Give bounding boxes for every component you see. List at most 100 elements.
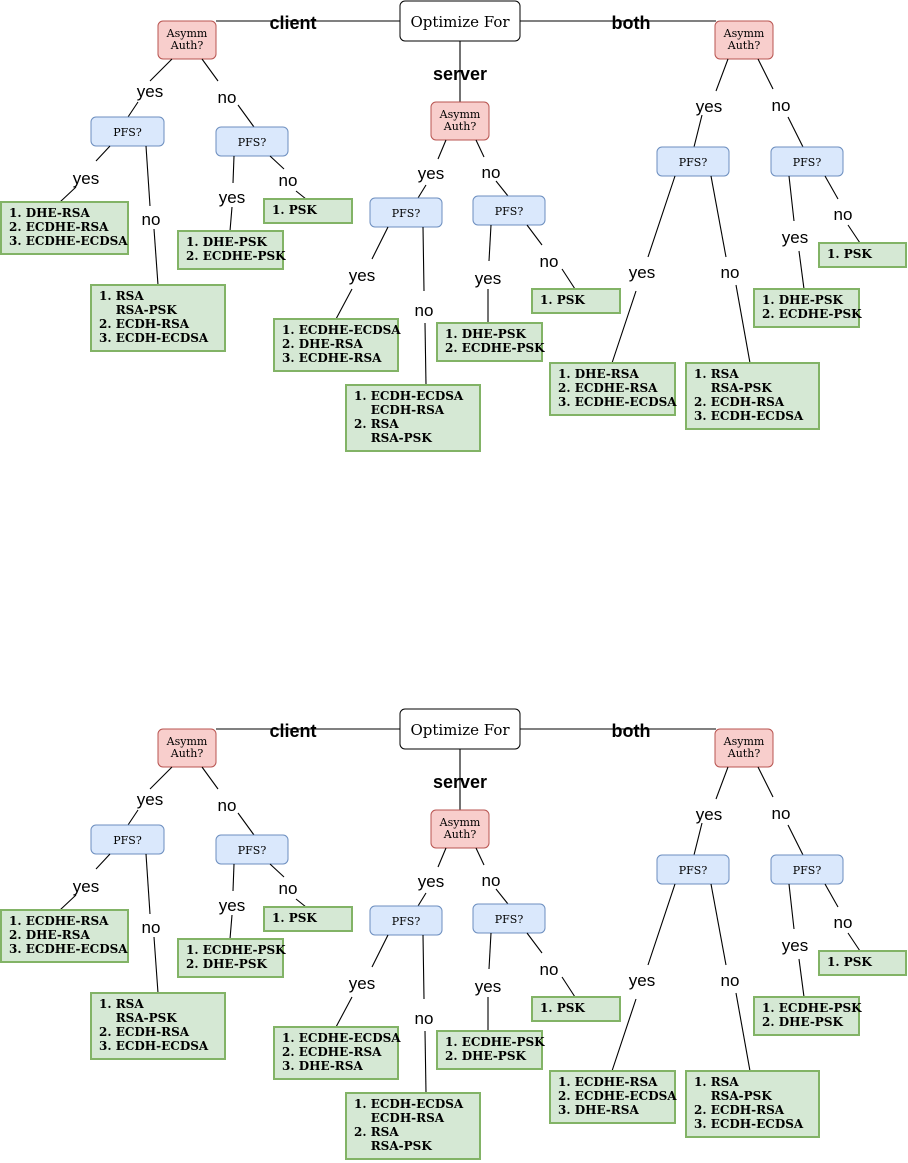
edge-bnn-a [824, 883, 839, 908]
server-no-pfs-node [472, 903, 546, 934]
edge-byn-a [710, 175, 727, 258]
both-yes-pfs-node [656, 146, 730, 177]
client-yes-no-leaf-item: 2. ECDH-RSA [99, 1025, 190, 1039]
both-auth-node-label: Auth? [727, 747, 761, 760]
client-yes-no-leaf [90, 284, 226, 352]
both-auth-node-label: Asymm [723, 27, 765, 40]
edge-sny-a [488, 224, 492, 262]
edge-client-yes-b [127, 101, 139, 118]
edge-byy-b [611, 998, 637, 1072]
server-no-no-leaf [531, 288, 621, 314]
edge-server-yes-b [417, 184, 427, 199]
edge-cyy-b [59, 894, 77, 911]
client-yes-no-leaf-item: RSA-PSK [99, 1011, 177, 1025]
client-yes-pfs-node-label: PFS? [113, 126, 142, 139]
client-yes-label: yes [137, 790, 163, 809]
syy-label: yes [349, 974, 375, 993]
both-no-yes-leaf-item: 1. ECDHE-PSK [762, 1001, 862, 1015]
edge-server-no-b [495, 888, 509, 905]
server-no-yes-leaf [436, 1030, 543, 1070]
both-yes-yes-leaf-item: 2. ECDHE-ECDSA [558, 1089, 677, 1103]
edge-cnn-b [295, 898, 307, 908]
syn-label: no [415, 1009, 434, 1028]
server-yes-label: yes [418, 164, 444, 183]
client-yes-pfs-node [90, 824, 165, 855]
both-yes-no-leaf-item: RSA-PSK [694, 381, 772, 395]
client-yes-no-leaf-item: RSA-PSK [99, 303, 177, 317]
both-yes-no-leaf-item: 1. RSA [694, 367, 739, 381]
server-no-label: no [482, 163, 501, 182]
client-yes-no-leaf [90, 992, 226, 1060]
edge-cyn-a [145, 145, 151, 207]
server-no-yes-leaf-item: 2. ECDHE-PSK [445, 341, 545, 355]
cyn-label: no [142, 210, 161, 229]
both-yes-label: yes [696, 805, 722, 824]
branch-client-label: client [269, 13, 316, 33]
server-no-pfs-node-label: PFS? [495, 205, 524, 218]
snn-label: no [540, 960, 559, 979]
cnn-label: no [279, 171, 298, 190]
server-no-no-leaf-item: 1. PSK [540, 293, 585, 307]
client-yes-yes-leaf [0, 909, 129, 963]
both-yes-no-leaf-item: 3. ECDH-ECDSA [694, 1117, 804, 1131]
branch-server-label: server [433, 772, 487, 792]
client-yes-pfs-node-label: PFS? [113, 834, 142, 847]
client-auth-node-label: Auth? [170, 39, 204, 52]
edge-syn-b [424, 322, 427, 386]
edge-byn-a [710, 883, 727, 966]
both-no-yes-leaf-item: 2. ECDHE-PSK [762, 307, 862, 321]
client-yes-no-leaf-item: 1. RSA [99, 997, 144, 1011]
edge-snn-a [526, 932, 543, 954]
both-yes-yes-leaf [549, 1070, 676, 1124]
server-auth-node [430, 101, 490, 141]
server-yes-pfs-node-label: PFS? [392, 915, 421, 928]
edge-both-yes-a [715, 58, 729, 92]
both-no-no-leaf [818, 950, 907, 976]
edge-snn-b [561, 268, 576, 290]
edge-byy-a [647, 883, 676, 966]
branch-both-label: both [612, 721, 651, 741]
both-yes-label: yes [696, 97, 722, 116]
server-yes-no-leaf-item: 1. ECDH-ECDSA [354, 389, 464, 403]
server-yes-no-leaf-item: 2. RSA [354, 417, 399, 431]
client-yes-pfs-node [90, 116, 165, 147]
edge-syy-b [335, 996, 353, 1028]
client-no-no-leaf [263, 906, 353, 932]
both-yes-yes-leaf-item: 3. ECDHE-ECDSA [558, 395, 677, 409]
branch-client-label: client [269, 721, 316, 741]
server-yes-pfs-node-label: PFS? [392, 207, 421, 220]
both-no-yes-leaf-item: 2. DHE-PSK [762, 1015, 843, 1029]
server-auth-node-label: Auth? [443, 828, 477, 841]
sny-label: yes [475, 977, 501, 996]
byy-label: yes [629, 971, 655, 990]
server-no-pfs-node-label: PFS? [495, 913, 524, 926]
both-no-pfs-node [770, 146, 844, 177]
edge-cyn-a [145, 853, 151, 915]
edge-cyn-b [153, 936, 159, 994]
server-yes-yes-leaf [273, 1026, 399, 1080]
byn-label: no [721, 263, 740, 282]
server-yes-pfs-node [369, 197, 443, 228]
sny-label: yes [475, 269, 501, 288]
client-no-pfs-node-label: PFS? [238, 844, 267, 857]
both-yes-no-leaf-item: 1. RSA [694, 1075, 739, 1089]
server-no-yes-leaf-item: 2. DHE-PSK [445, 1049, 526, 1063]
client-yes-yes-leaf-item: 2. ECDHE-RSA [9, 220, 109, 234]
server-auth-node-label: Asymm [439, 816, 481, 829]
both-no-no-leaf-item: 1. PSK [827, 955, 872, 969]
client-no-yes-leaf [177, 230, 284, 270]
client-yes-no-leaf-item: 3. ECDH-ECDSA [99, 1039, 209, 1053]
edge-server-yes-b [417, 892, 427, 907]
edge-both-no-b [787, 116, 804, 148]
client-auth-node-label: Asymm [166, 27, 208, 40]
edge-client-no-a [201, 766, 219, 790]
cny-label: yes [219, 188, 245, 207]
both-yes-no-leaf [685, 1070, 820, 1138]
edge-bnn-b [847, 932, 861, 952]
server-auth-node-label: Asymm [439, 108, 481, 121]
both-yes-yes-leaf-item: 1. ECDHE-RSA [558, 1075, 658, 1089]
both-no-label: no [772, 804, 791, 823]
both-yes-yes-leaf [549, 362, 676, 416]
edge-byy-a [647, 175, 676, 258]
